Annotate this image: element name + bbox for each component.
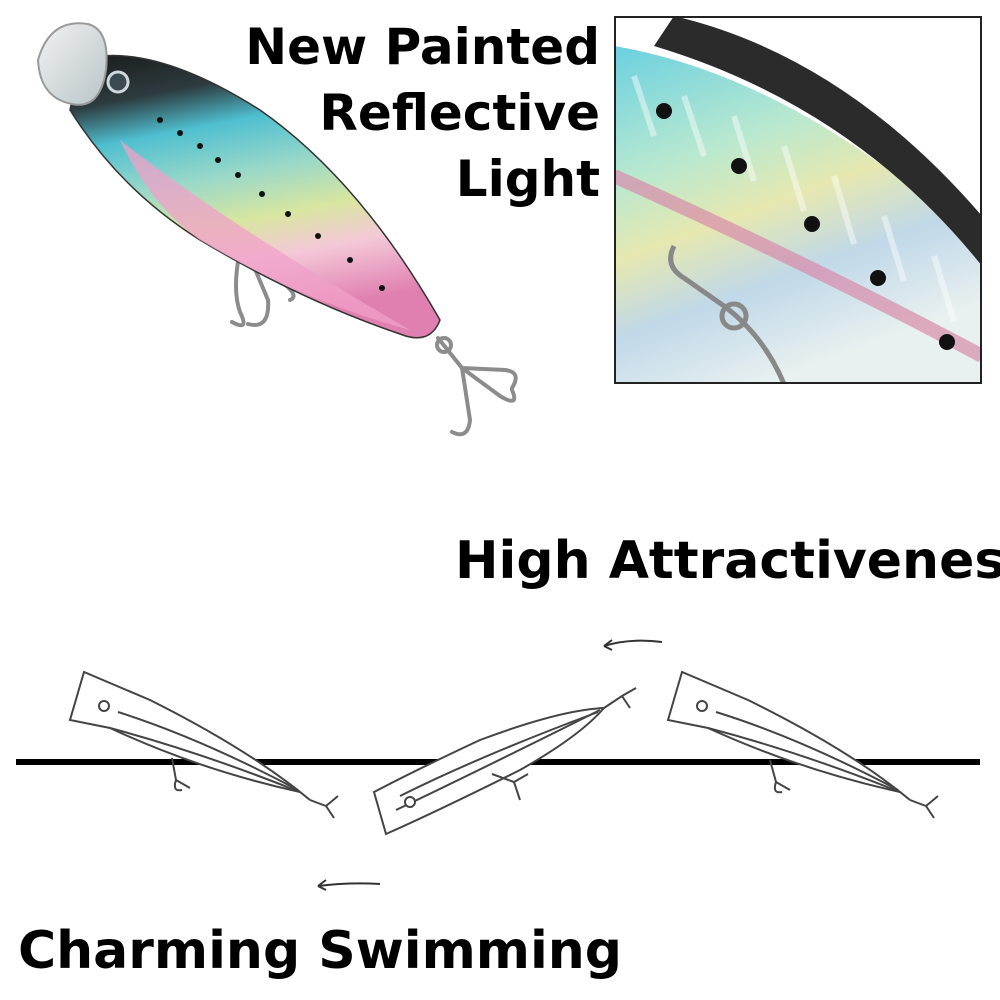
swim-action-diagram bbox=[16, 639, 980, 891]
lure-sketch bbox=[372, 687, 637, 836]
tail-hook bbox=[435, 336, 518, 437]
feature-title-line: Light bbox=[455, 150, 600, 208]
popper-lure-photo bbox=[36, 22, 518, 437]
feature-title-line: New Painted bbox=[245, 18, 600, 76]
lure-sketch bbox=[666, 670, 939, 819]
motion-arrow bbox=[317, 879, 381, 891]
swimming-label: Charming Swimming bbox=[18, 921, 623, 981]
feature-title: New Painted Reflective Light bbox=[230, 14, 600, 212]
lure-sketch bbox=[68, 670, 339, 819]
motion-arrow bbox=[603, 639, 663, 651]
attractiveness-label: High Attractiveness bbox=[455, 531, 1000, 591]
feature-title-line: Reflective bbox=[319, 84, 600, 142]
zoom-detail-photo bbox=[614, 16, 982, 384]
